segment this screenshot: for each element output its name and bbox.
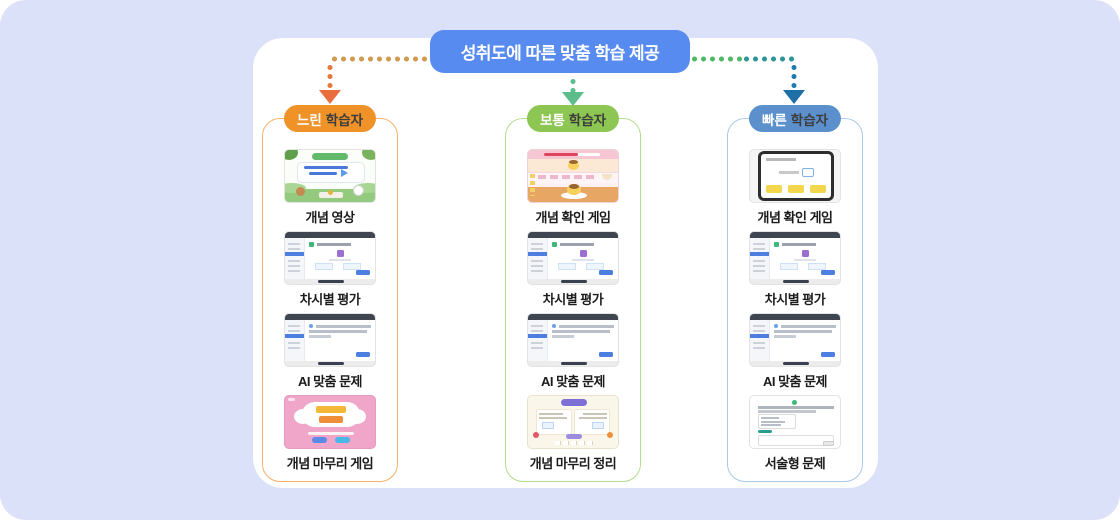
step-label: AI 맞춤 문제 xyxy=(297,374,363,389)
thumbnail-ai-problems xyxy=(527,313,619,367)
step-label: 서술형 문제 xyxy=(764,456,826,471)
page-title: 성취도에 따른 맞춤 학습 제공 xyxy=(430,30,690,73)
play-icon xyxy=(341,169,348,177)
step-label: 차시별 평가 xyxy=(764,292,826,307)
thumbnail-lesson-assessment xyxy=(527,231,619,285)
learning-step: 개념 마무리 게임 xyxy=(284,395,376,472)
column-fast-learner: 빠른 학습자 개념 확인 게임 차시별 평가 xyxy=(727,105,863,482)
badge-highlight: 빠른 xyxy=(761,112,787,128)
badge-rest: 학습자 xyxy=(568,112,607,128)
arrow-down-icon xyxy=(319,90,341,104)
learning-step: 개념 확인 게임 xyxy=(527,149,619,226)
step-list: 개념 영상 차시별 평가 AI 맞춤 문제 xyxy=(263,149,397,472)
thumbnail-tablet-check-game xyxy=(749,149,841,203)
badge-average-learner: 보통 학습자 xyxy=(526,105,620,132)
learning-step: AI 맞춤 문제 xyxy=(284,313,376,390)
learning-step: AI 맞춤 문제 xyxy=(527,313,619,390)
column-average-learner: 보통 학습자 개념 확인 게임 xyxy=(505,105,641,482)
learning-step: 차시별 평가 xyxy=(749,231,841,308)
dotted-line-right-green xyxy=(690,55,742,63)
learning-step: 서술형 문제 xyxy=(749,395,841,472)
thumbnail-wrapup-game xyxy=(284,395,376,449)
step-label: 개념 영상 xyxy=(305,210,355,225)
step-list: 개념 확인 게임 차시별 평가 AI 맞춤 문제 xyxy=(506,149,640,472)
badge-highlight: 느린 xyxy=(296,112,322,128)
badge-rest: 학습자 xyxy=(325,112,364,128)
dotted-line-left-down xyxy=(326,63,334,91)
dotted-line-right-teal xyxy=(742,55,794,63)
dotted-line-left xyxy=(330,55,432,63)
thumbnail-pudding-check-game xyxy=(527,149,619,203)
thumbnail-lesson-assessment xyxy=(749,231,841,285)
learning-step: 개념 확인 게임 xyxy=(749,149,841,226)
step-label: AI 맞춤 문제 xyxy=(540,374,606,389)
arrow-down-icon xyxy=(562,92,584,106)
dotted-line-middle-down xyxy=(569,77,577,93)
thumbnail-ai-problems xyxy=(749,313,841,367)
step-label: 개념 마무리 게임 xyxy=(286,456,374,471)
column-slow-learner: 느린 학습자 개념 영상 xyxy=(262,105,398,482)
step-label: 개념 마무리 정리 xyxy=(529,456,617,471)
learning-step: 개념 영상 xyxy=(284,149,376,226)
learning-step: 개념 마무리 정리 xyxy=(527,395,619,472)
step-label: 차시별 평가 xyxy=(299,292,361,307)
learning-step: 차시별 평가 xyxy=(284,231,376,308)
dotted-line-right-down xyxy=(790,63,798,91)
step-label: 차시별 평가 xyxy=(542,292,604,307)
learning-step: 차시별 평가 xyxy=(527,231,619,308)
thumbnail-essay-problems xyxy=(749,395,841,449)
thumbnail-concept-video xyxy=(284,149,376,203)
learning-step: AI 맞춤 문제 xyxy=(749,313,841,390)
thumbnail-lesson-assessment xyxy=(284,231,376,285)
step-label: AI 맞춤 문제 xyxy=(762,374,828,389)
step-label: 개념 확인 게임 xyxy=(535,210,611,225)
step-list: 개념 확인 게임 차시별 평가 AI 맞춤 문제 xyxy=(728,149,862,472)
badge-rest: 학습자 xyxy=(790,112,829,128)
badge-fast-learner: 빠른 학습자 xyxy=(748,105,842,132)
badge-highlight: 보통 xyxy=(539,112,565,128)
arrow-down-icon xyxy=(783,90,805,104)
page-title-label: 성취도에 따른 맞춤 학습 제공 xyxy=(460,44,660,63)
step-label: 개념 확인 게임 xyxy=(757,210,833,225)
thumbnail-wrapup-summary xyxy=(527,395,619,449)
badge-slow-learner: 느린 학습자 xyxy=(283,105,377,132)
thumbnail-ai-problems xyxy=(284,313,376,367)
